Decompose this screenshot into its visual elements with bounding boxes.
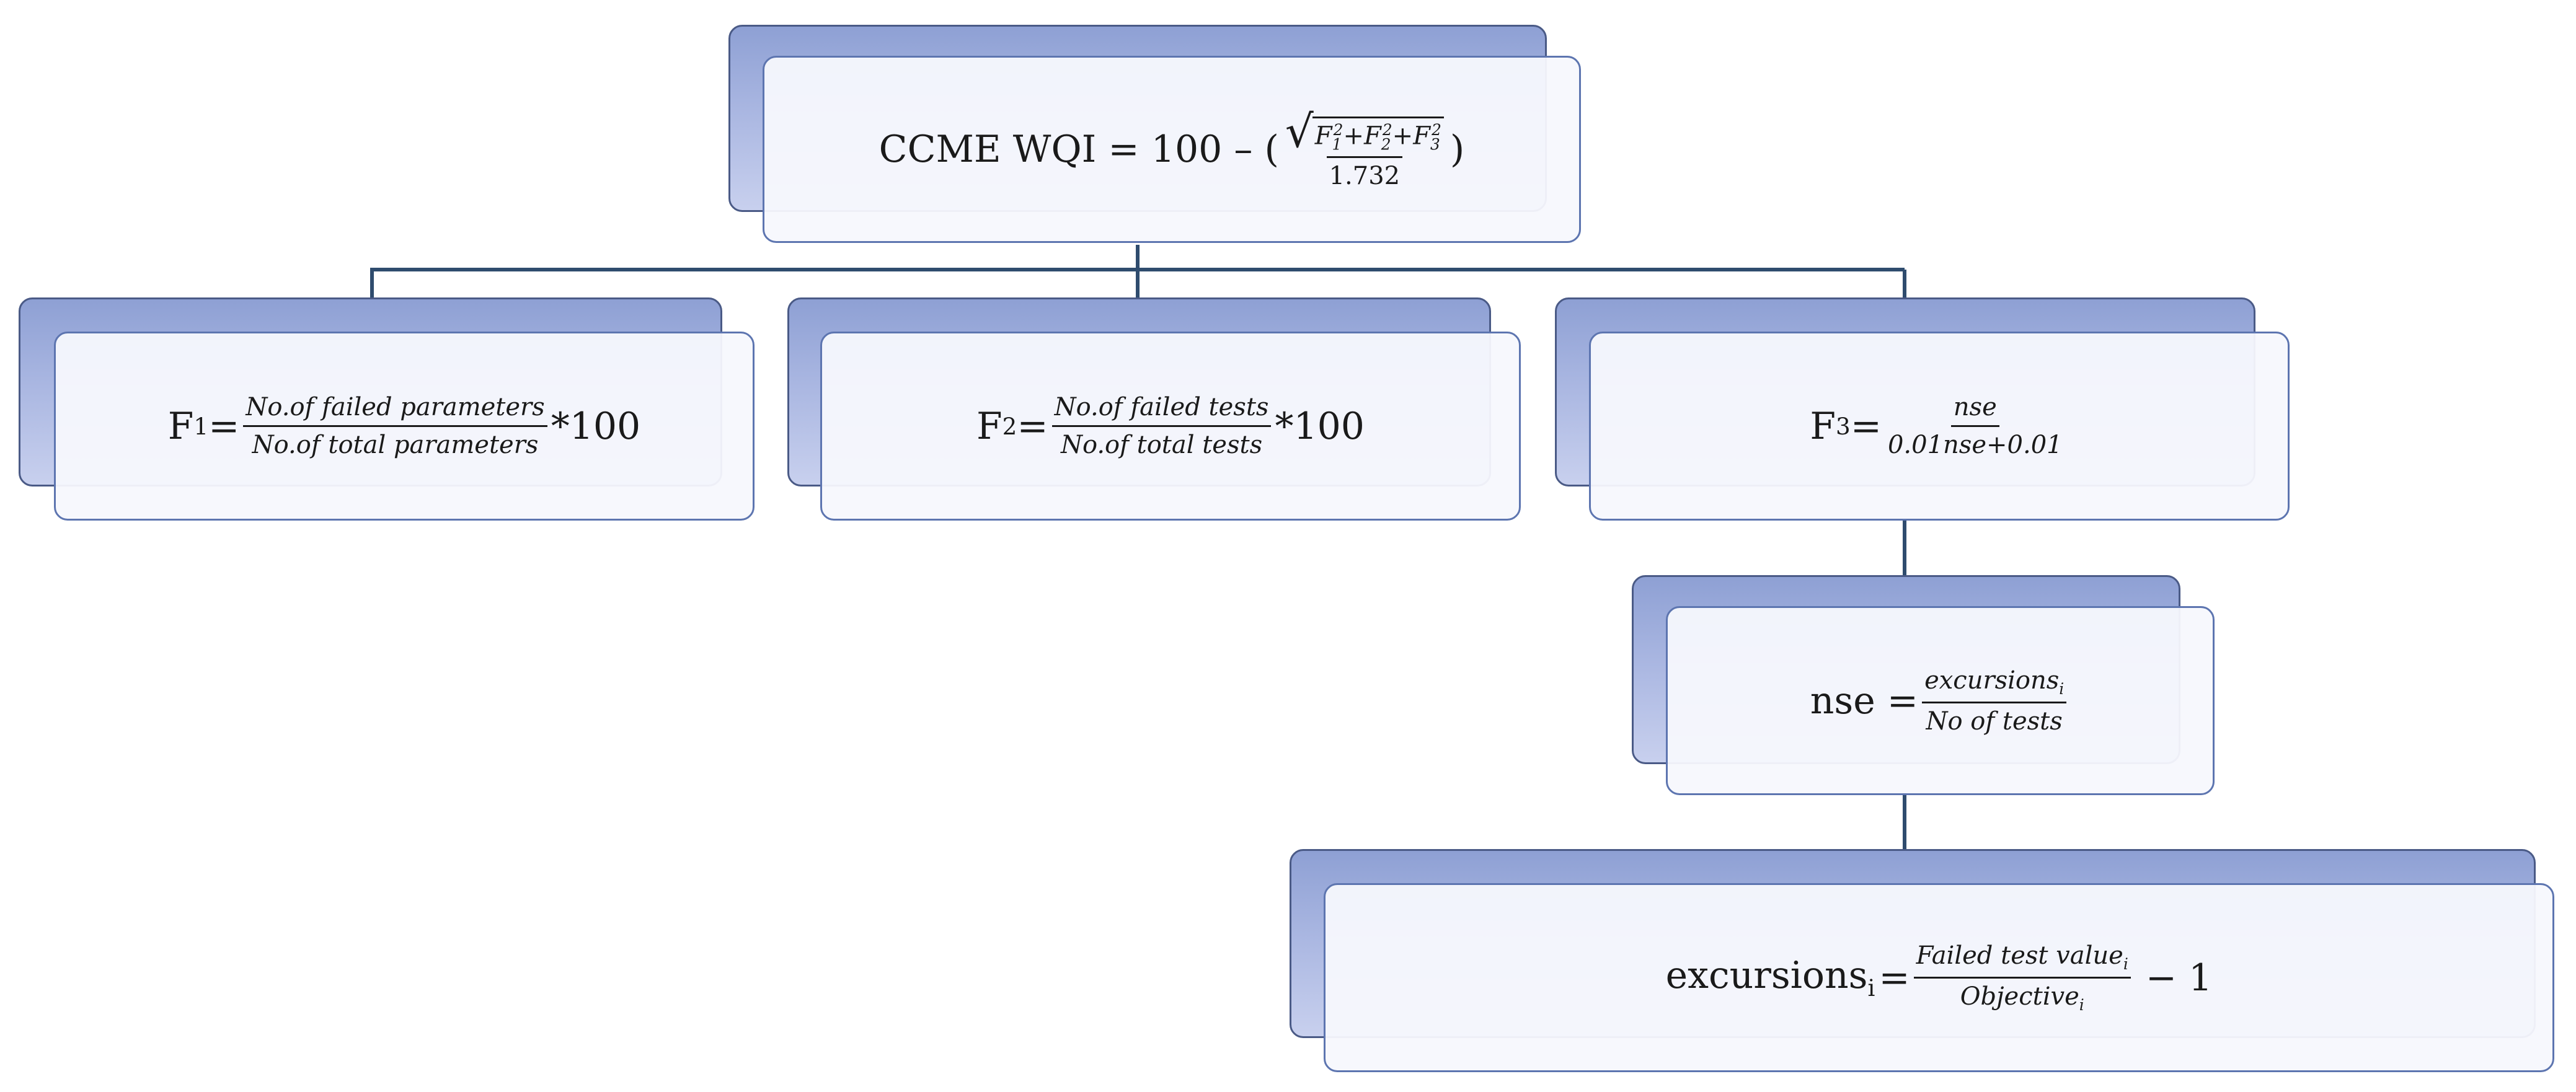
node-front-card: excursionsi = Failed test valuei Objecti…: [1324, 883, 2554, 1072]
excursions-minus-one: − 1: [2145, 956, 2213, 1000]
excursions-denominator: Objectivei: [1960, 982, 2084, 1014]
excursions-numerator: Failed test valuei: [1913, 941, 2131, 979]
node-front-card: nse = excursionsi No of tests: [1666, 606, 2215, 795]
f2-variable: F: [976, 404, 1003, 448]
excursions-label: excursionsi: [1665, 954, 1875, 1002]
nse-formula: nse = excursionsi No of tests: [1810, 666, 2070, 736]
nse-fraction: excursionsi No of tests: [1922, 666, 2067, 736]
ccme-wqi-close-paren: ): [1450, 128, 1465, 171]
f1-denominator: No.of total parameters: [252, 431, 539, 459]
f1-variable: F: [167, 404, 194, 448]
ccme-wqi-radicand: F12+F22+F32: [1312, 117, 1444, 154]
ccme-wqi-denominator: 1.732: [1326, 156, 1403, 190]
sqrt-symbol: √ F12+F22+F32: [1285, 109, 1444, 154]
f2-fraction: No.of failed tests No.of total tests: [1051, 393, 1272, 459]
nse-denominator: No of tests: [1926, 707, 2063, 736]
f3-denominator: 0.01nse+0.01: [1887, 431, 2063, 459]
f2-denominator: No.of total tests: [1060, 431, 1263, 459]
ccme-wqi-fraction: √ F12+F22+F32 1.732: [1283, 109, 1446, 190]
nse-label: nse =: [1810, 679, 1919, 723]
f3-variable: F: [1810, 404, 1836, 448]
f1-fraction: No.of failed parameters No.of total para…: [243, 393, 547, 459]
ccme-wqi-label: CCME WQI = 100 – (: [879, 128, 1279, 171]
excursions-fraction: Failed test valuei Objectivei: [1913, 941, 2131, 1014]
f1-numerator: No.of failed parameters: [243, 393, 547, 427]
f3-numerator: nse: [1950, 393, 1999, 427]
excursions-formula: excursionsi = Failed test valuei Objecti…: [1665, 941, 2213, 1014]
node-front-card: CCME WQI = 100 – ( √ F12+F22+F32 1.732 ): [763, 56, 1581, 243]
ccme-wqi-formula: CCME WQI = 100 – ( √ F12+F22+F32 1.732 ): [879, 109, 1465, 190]
nse-numerator: excursionsi: [1922, 666, 2067, 703]
f1-multiplier: *100: [551, 404, 641, 448]
f2-multiplier: *100: [1275, 404, 1365, 448]
f3-fraction: nse 0.01nse+0.01: [1885, 393, 2065, 459]
f2-numerator: No.of failed tests: [1051, 393, 1272, 427]
